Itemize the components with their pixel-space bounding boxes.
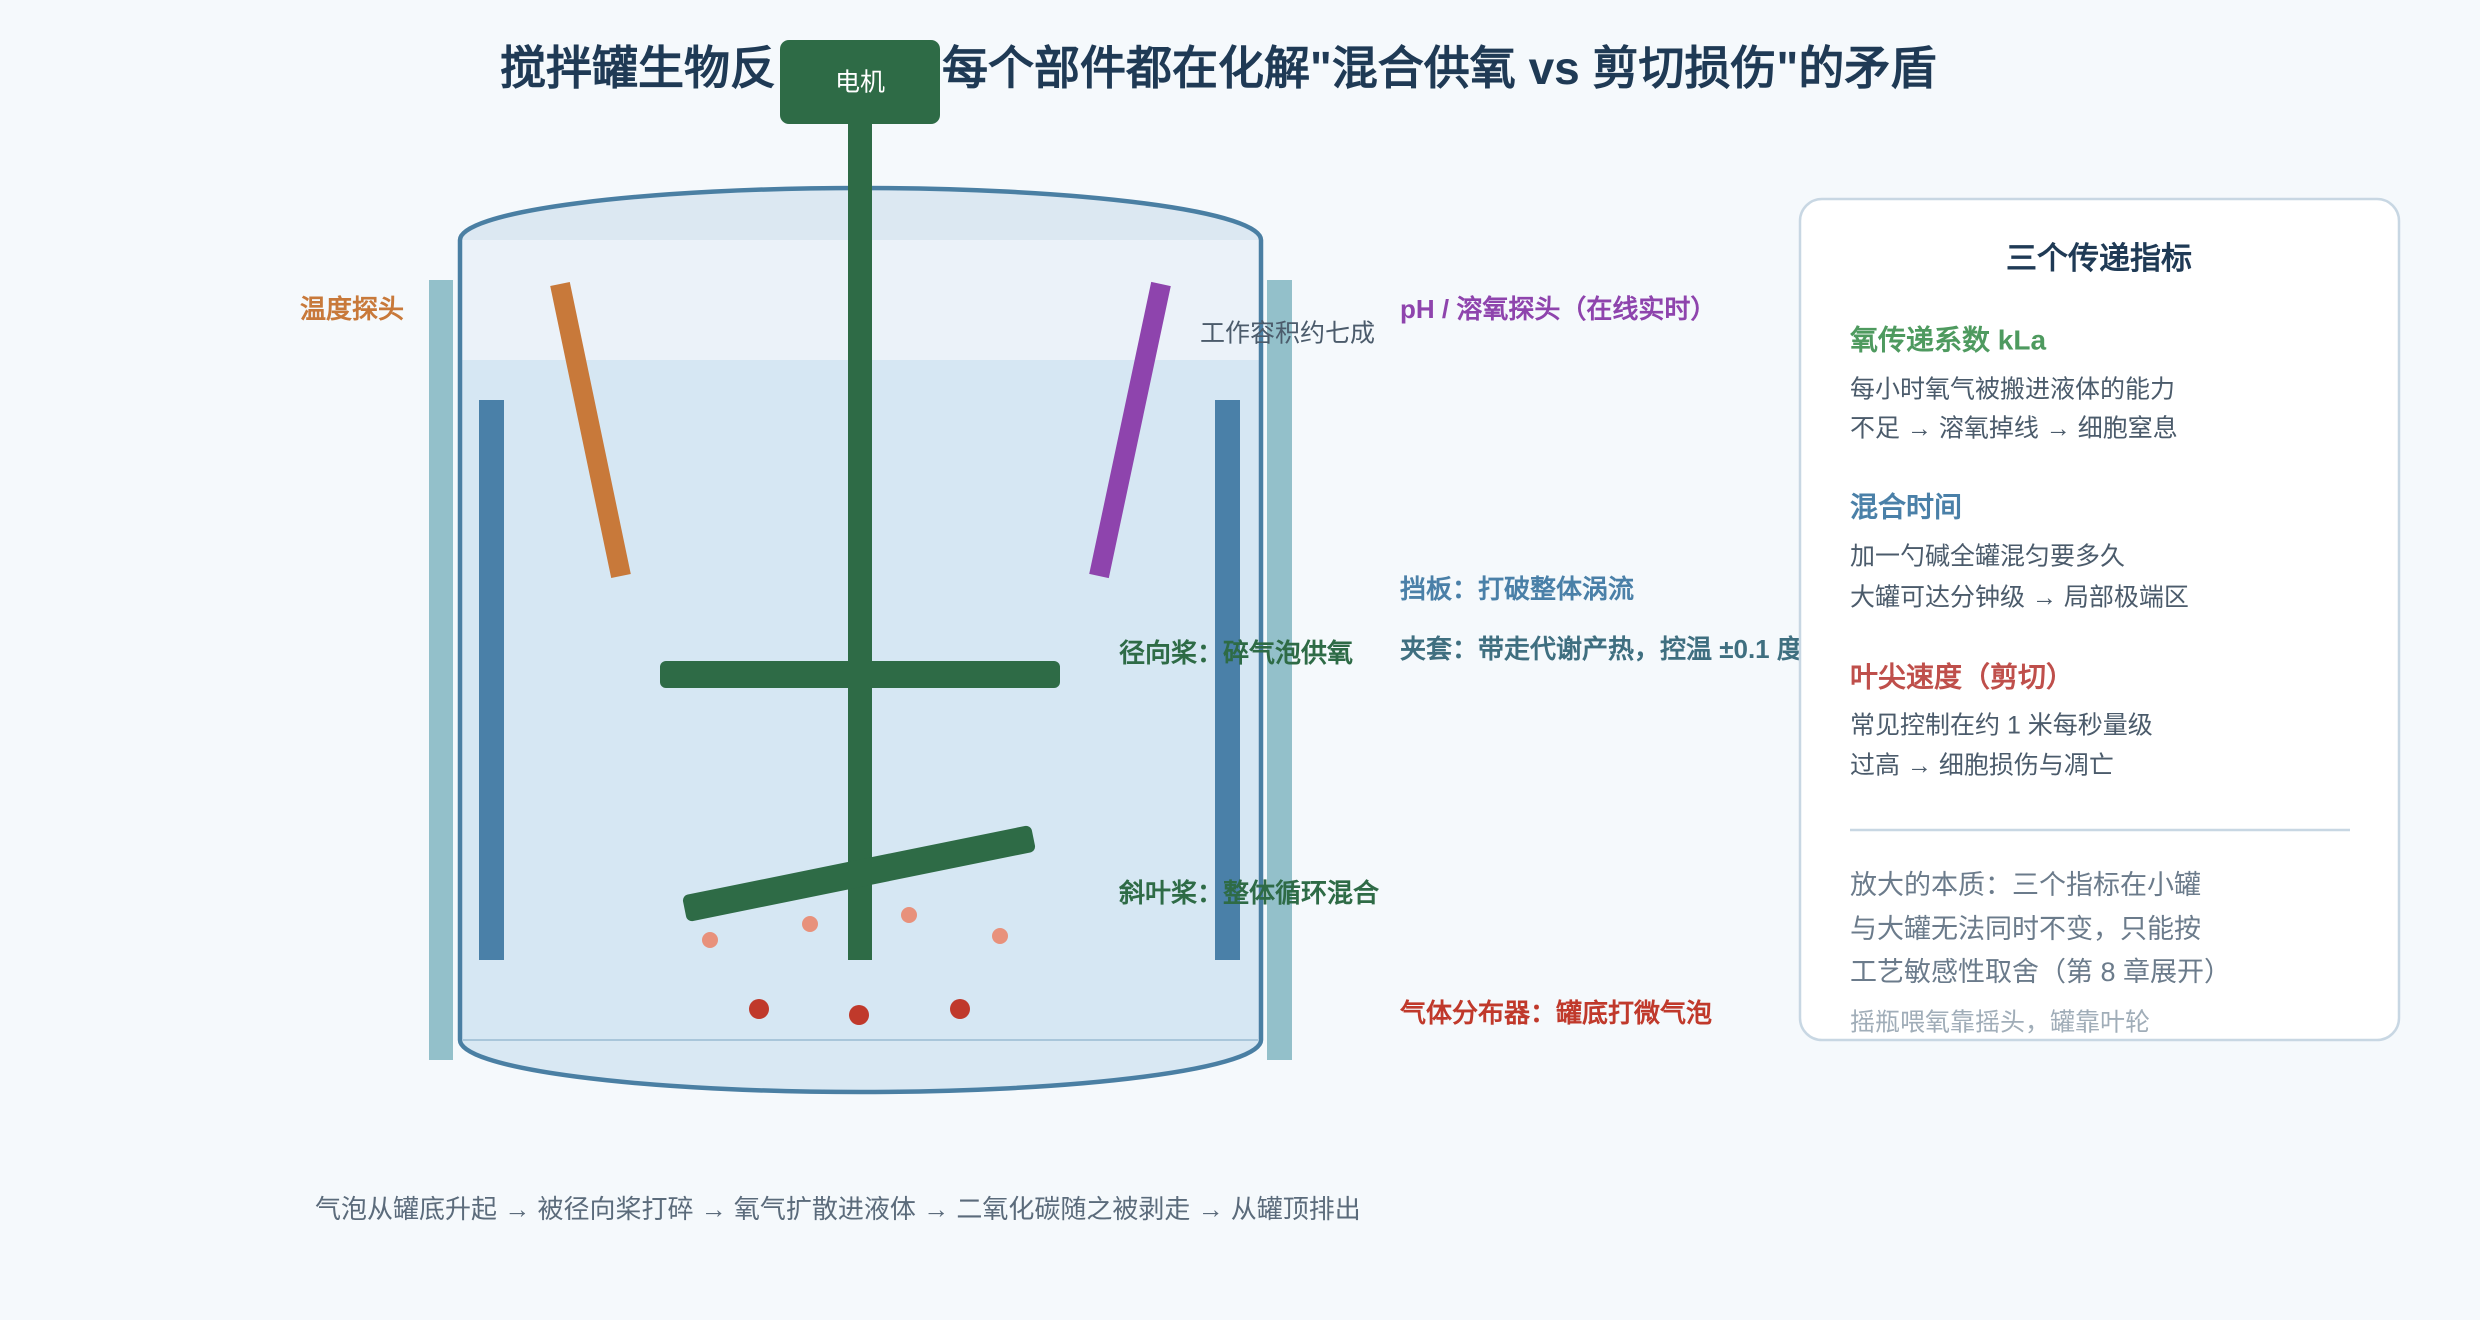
sparger-bubble xyxy=(849,1005,869,1025)
jacket-right xyxy=(1267,280,1292,1060)
radial-impeller xyxy=(660,661,1060,688)
metric-mixing-time-line: 加一勺碱全罐混匀要多久 xyxy=(1850,543,2125,571)
metric-tip-speed-line: 过高 → 细胞损伤与凋亡 xyxy=(1850,752,2114,780)
page-title: 搅拌罐生物反 每个部件都在化解"混合供氧 vs 剪切损伤"的矛盾 xyxy=(500,42,1936,94)
sparger-bubble xyxy=(950,999,970,1019)
metric-kla-line: 每小时氧气被搬进液体的能力 xyxy=(1850,376,2175,404)
motor-label: 电机 xyxy=(835,69,885,97)
page-title-left: 搅拌罐生物反 xyxy=(500,42,776,94)
metric-mixing-time-name: 混合时间 xyxy=(1850,490,1962,522)
panel-summary-line: 放大的本质：三个指标在小罐 xyxy=(1850,870,2201,900)
tank-outline xyxy=(457,185,1264,1095)
metrics-panel-content: 三个传递指标 氧传递系数 kLa 每小时氧气被搬进液体的能力 不足 → 溶氧掉线… xyxy=(1850,241,2350,1037)
page-title-right: 每个部件都在化解"混合供氧 vs 剪切损伤"的矛盾 xyxy=(942,42,1936,94)
panel-summary-line: 工艺敏感性取舍（第 8 章展开） xyxy=(1850,957,2231,987)
temperature-probe xyxy=(550,281,631,579)
baffles xyxy=(479,400,1240,960)
metric-tip-speed-name: 叶尖速度（剪切） xyxy=(1850,660,2074,692)
label-temperature-probe: 温度探头 xyxy=(300,294,404,324)
metric-tip-speed-line: 常见控制在约 1 米每秒量级 xyxy=(1850,712,2153,740)
label-working-volume: 工作容积约七成 xyxy=(1200,320,1375,348)
label-jacket: 夹套：带走代谢产热，控温 ±0.1 度 xyxy=(1400,634,1803,664)
panel-summary-line: 与大罐无法同时不变，只能按 xyxy=(1850,914,2201,944)
jacket xyxy=(429,280,1292,1060)
panel-footnote: 摇瓶喂氧靠摇头，罐靠叶轮 xyxy=(1850,1009,2150,1037)
bubble xyxy=(802,916,818,932)
pitched-blade-impeller xyxy=(682,825,1036,922)
sparger-bubble xyxy=(749,999,769,1019)
sparger-bubbles xyxy=(749,999,970,1025)
bubble xyxy=(901,907,917,923)
label-ph-do-probe: pH / 溶氧探头（在线实时） xyxy=(1400,294,1716,324)
bubble xyxy=(702,932,718,948)
motor: 电机 xyxy=(780,40,940,124)
label-radial-impeller: 径向桨：碎气泡供氧 xyxy=(1119,638,1353,668)
tank-bottom-cap xyxy=(460,1040,1261,1092)
baffle-left xyxy=(479,400,504,960)
rising-bubbles xyxy=(702,907,1008,948)
bubble xyxy=(992,928,1008,944)
ph-do-probe xyxy=(1089,281,1171,579)
label-pitched-impeller: 斜叶桨：整体循环混合 xyxy=(1118,878,1380,908)
jacket-left xyxy=(429,280,453,1060)
metric-kla-line: 不足 → 溶氧掉线 → 细胞窒息 xyxy=(1850,415,2178,443)
metric-mixing-time-line: 大罐可达分钟级 → 局部极端区 xyxy=(1850,584,2189,612)
process-caption: 气泡从罐底升起 → 被径向桨打碎 → 氧气扩散进液体 → 二氧化碳随之被剥走 →… xyxy=(315,1194,1361,1224)
panel-title: 三个传递指标 xyxy=(2006,241,2192,276)
metric-kla-name: 氧传递系数 kLa xyxy=(1850,323,2046,355)
agitator-shaft xyxy=(848,118,872,960)
label-sparger: 气体分布器：罐底打微气泡 xyxy=(1399,998,1712,1028)
metrics-panel: 三个传递指标 氧传递系数 kLa 每小时氧气被搬进液体的能力 不足 → 溶氧掉线… xyxy=(1798,197,2401,1042)
label-baffle: 挡板：打破整体涡流 xyxy=(1400,574,1634,604)
component-labels: 温度探头 工作容积约七成 pH / 溶氧探头（在线实时） 挡板：打破整体涡流 夹… xyxy=(300,294,1803,1028)
baffle-right xyxy=(1215,400,1240,960)
agitator xyxy=(660,118,1060,960)
motor-box xyxy=(780,40,940,124)
